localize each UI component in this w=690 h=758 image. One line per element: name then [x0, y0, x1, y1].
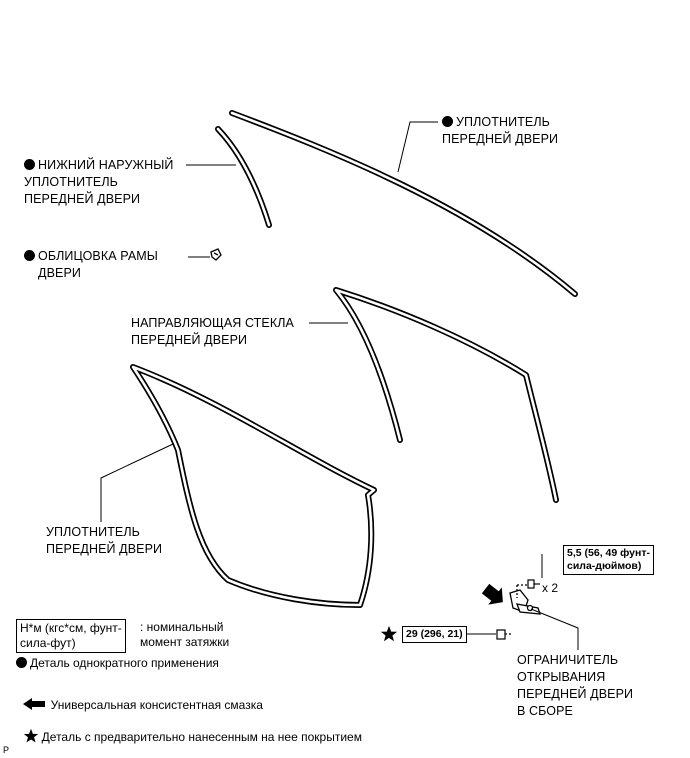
label-glass-run: НАПРАВЛЯЮЩАЯ СТЕКЛА ПЕРЕДНЕЙ ДВЕРИ — [131, 316, 294, 347]
grease-arrow-icon — [481, 583, 503, 605]
label-weatherstrip-upper: УПЛОТНИТЕЛЬ ПЕРЕДНЕЙ ДВЕРИ — [442, 114, 558, 148]
leader-weatherstrip-lower — [100, 443, 174, 522]
single-use-dot-icon — [24, 250, 35, 261]
glass-run-part — [333, 287, 559, 503]
label-outer-lower-weatherstrip-text: НИЖНИЙ НАРУЖНЫЙ УПЛОТНИТЕЛЬ ПЕРЕДНЕЙ ДВЕ… — [24, 158, 174, 206]
legend-torque-units-desc: : номинальный момент затяжки — [140, 620, 230, 649]
door-check-part — [509, 584, 541, 615]
single-use-dot-icon — [442, 116, 453, 127]
grease-arrow-icon — [22, 698, 45, 710]
label-frame-garnish: ОБЛИЦОВКА РАМЫ ДВЕРИ — [24, 248, 158, 282]
label-weatherstrip-lower: УПЛОТНИТЕЛЬ ПЕРЕДНЕЙ ДВЕРИ — [46, 525, 163, 556]
torque-box-small: 5,5 (56, 49 фунт- сила-дюймов) — [563, 545, 654, 575]
precoated-star-icon — [23, 728, 38, 743]
corner-code: P — [3, 745, 10, 755]
single-use-dot-icon — [16, 657, 27, 668]
legend-precoated: Деталь с предварительно нанесенным на не… — [16, 713, 362, 745]
label-weatherstrip-upper-text: УПЛОТНИТЕЛЬ ПЕРЕДНЕЙ ДВЕРИ — [442, 115, 559, 146]
outer-lower-weatherstrip — [215, 126, 272, 228]
legend-single-use-text: Деталь однократного применения — [30, 656, 219, 670]
door-frame-garnish-part — [210, 248, 222, 261]
torque-box-large: 29 (296, 21) — [402, 626, 467, 643]
front-door-weatherstrip-lower — [130, 364, 377, 608]
front-door-weatherstrip-upper — [229, 110, 578, 297]
precoated-star-icon — [380, 625, 398, 648]
bolt-quantity: x 2 — [542, 581, 559, 595]
leader-lines — [100, 121, 579, 650]
label-frame-garnish-text: ОБЛИЦОВКА РАМЫ ДВЕРИ — [38, 249, 158, 280]
large-bolt-icon — [496, 629, 513, 640]
label-outer-lower-weatherstrip: НИЖНИЙ НАРУЖНЫЙ УПЛОТНИТЕЛЬ ПЕРЕДНЕЙ ДВЕ… — [24, 157, 174, 208]
legend-grease: Универсальная консистентная смазка — [16, 683, 263, 713]
legend-precoated-text: Деталь с предварительно нанесенным на не… — [41, 730, 362, 744]
label-door-check: ОГРАНИЧИТЕЛЬ ОТКРЫВАНИЯ ПЕРЕДНЕЙ ДВЕРИ В… — [517, 653, 634, 718]
leader-weatherstrip-upper — [397, 121, 438, 173]
legend-torque-units-box: Н*м (кгс*см, фунт- сила-фут) — [16, 619, 126, 653]
legend-grease-text: Универсальная консистентная смазка — [50, 698, 263, 712]
leader-door-check — [530, 608, 579, 650]
small-bolt-icon — [527, 579, 540, 589]
legend-single-use: Деталь однократного применения — [16, 656, 219, 671]
single-use-dot-icon — [24, 159, 35, 170]
